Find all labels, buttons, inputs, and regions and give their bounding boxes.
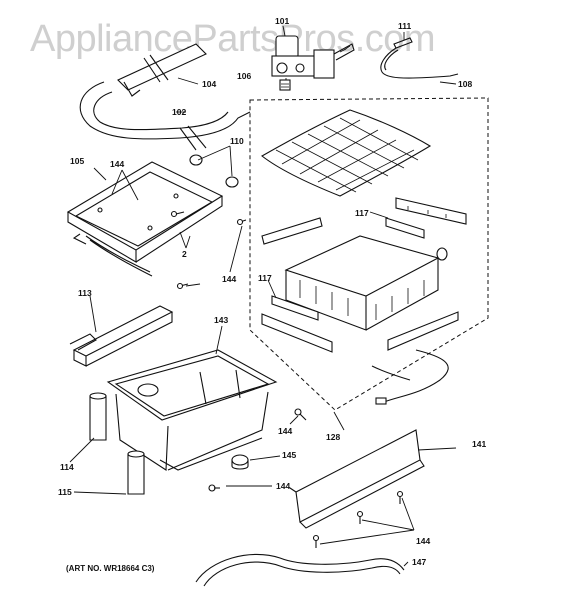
part-144-screws-c [312, 490, 404, 548]
label-144-a: 144 [110, 159, 125, 169]
label-102: 102 [172, 107, 187, 117]
label-106: 106 [237, 71, 252, 81]
part-110-grommets [189, 154, 239, 188]
part-102-heater [79, 81, 251, 151]
part-117-lower [261, 295, 459, 353]
part-harness [371, 349, 449, 405]
label-117-a: 117 [355, 208, 369, 218]
part-147-hose [195, 553, 405, 583]
part-106-fitting [279, 79, 291, 91]
label-147: 147 [412, 557, 427, 567]
assembly-128-dashed-box [249, 97, 489, 411]
part-144-screws-a [170, 210, 247, 290]
label-110: 110 [230, 136, 244, 146]
label-128: 128 [326, 432, 341, 442]
label-144-c: 144 [278, 426, 293, 436]
label-115: 115 [58, 487, 72, 497]
part-144-screws-b [208, 408, 307, 492]
art-number: (ART NO. WR18664 C3) [66, 564, 155, 573]
part-104-fill-tube [117, 43, 207, 97]
label-141: 141 [472, 439, 487, 449]
label-108: 108 [458, 79, 473, 89]
label-101: 101 [275, 16, 290, 26]
label-143: 143 [214, 315, 229, 325]
part-143-bucket [106, 349, 278, 471]
label-2: 2 [182, 249, 187, 259]
label-145: 145 [282, 450, 297, 460]
part-ice-mold [261, 217, 448, 331]
part-145-grommet [231, 454, 249, 466]
label-114: 114 [60, 462, 74, 472]
part-105-bracket [66, 161, 224, 277]
watermark: AppliancePartsPros.com [30, 18, 436, 60]
label-113: 113 [78, 288, 92, 298]
part-114-tube [89, 392, 107, 441]
part-101-valve [271, 35, 355, 79]
label-104: 104 [202, 79, 217, 89]
part-grid [261, 109, 432, 197]
label-117-b: 117 [258, 273, 272, 283]
part-111-thermistor [380, 37, 459, 79]
label-105: 105 [70, 156, 85, 166]
label-144-b: 144 [222, 274, 237, 284]
part-115-tube [127, 450, 145, 495]
leader-lines [69, 25, 457, 567]
label-111: 111 [398, 21, 412, 31]
label-144-d: 144 [276, 481, 291, 491]
part-113-bracket [69, 305, 174, 367]
part-117-upper [385, 197, 467, 239]
part-141-cover [289, 429, 425, 529]
label-144-e: 144 [416, 536, 431, 546]
